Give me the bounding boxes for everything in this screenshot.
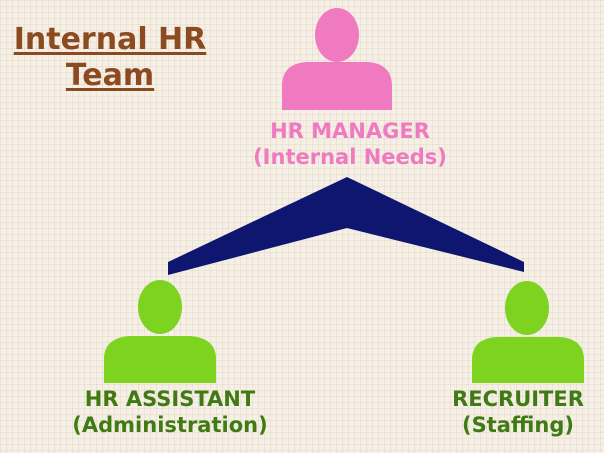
recruiter-person-icon <box>472 281 584 383</box>
title-line-2: Team <box>65 58 155 93</box>
page-title: Internal HR Team <box>2 22 218 94</box>
assistant-person-icon <box>104 280 216 383</box>
org-connector <box>168 177 524 275</box>
assistant-label: HR ASSISTANT (Administration) <box>30 386 310 438</box>
title-line-1: Internal HR <box>13 22 207 57</box>
manager-detail: (Internal Needs) <box>253 145 447 169</box>
recruiter-role: RECRUITER <box>452 387 584 411</box>
manager-role: HR MANAGER <box>270 119 430 143</box>
assistant-role: HR ASSISTANT <box>84 387 256 411</box>
assistant-detail: (Administration) <box>72 413 268 437</box>
recruiter-label: RECRUITER (Staffing) <box>420 386 604 438</box>
manager-person-icon <box>282 8 392 110</box>
recruiter-detail: (Staffing) <box>462 413 574 437</box>
manager-label: HR MANAGER (Internal Needs) <box>200 118 500 170</box>
